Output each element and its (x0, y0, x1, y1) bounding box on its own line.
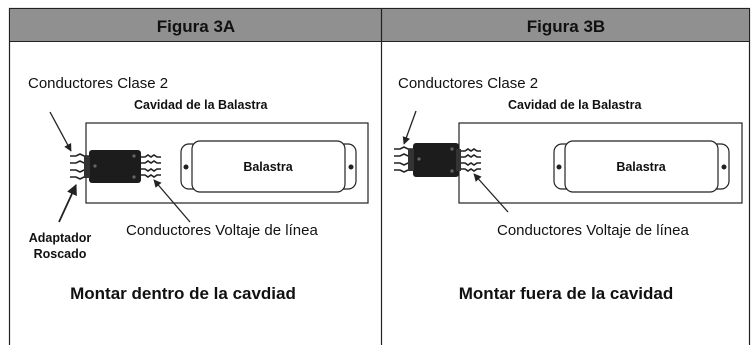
class2-arrow (49, 111, 72, 152)
panel-3a: Conductores Clase 2 Cavidad de la Balast… (28, 75, 369, 303)
header-figura-3a: Figura 3A (157, 17, 235, 36)
caption-3b: Montar fuera de la cavidad (459, 284, 673, 303)
class2-label: Conductores Clase 2 (398, 75, 538, 92)
class2-label: Conductores Clase 2 (28, 75, 168, 92)
adapter-label-line1: Adaptador (29, 231, 92, 245)
ballast-label: Balastra (616, 160, 666, 174)
header-bar-3b (382, 9, 749, 41)
line-voltage-label: Conductores Voltaje de línea (497, 222, 689, 239)
threaded-adapter (408, 143, 461, 177)
line-voltage-arrow (473, 173, 509, 213)
line-voltage-arrow (153, 179, 191, 223)
line-voltage-wires (141, 154, 161, 178)
adapter-arrow (58, 184, 77, 223)
ballast (180, 140, 357, 193)
line-voltage-wires (461, 148, 481, 172)
caption-3a: Montar dentro de la cavdiad (70, 284, 296, 303)
threaded-adapter (84, 150, 141, 183)
adapter-label-line2: Roscado (34, 247, 87, 261)
panel-3b: Conductores Clase 2 Cavidad de la Balast… (394, 75, 743, 303)
class2-arrow (402, 110, 417, 145)
line-voltage-label: Conductores Voltaje de línea (126, 222, 318, 239)
cavity-label: Cavidad de la Balastra (508, 98, 642, 112)
header-bar-3a (10, 9, 381, 41)
outer-frame (8, 7, 751, 345)
ballast-label: Balastra (243, 160, 293, 174)
ballast (553, 140, 730, 193)
cavity-label: Cavidad de la Balastra (134, 98, 268, 112)
header-figura-3b: Figura 3B (527, 17, 605, 36)
